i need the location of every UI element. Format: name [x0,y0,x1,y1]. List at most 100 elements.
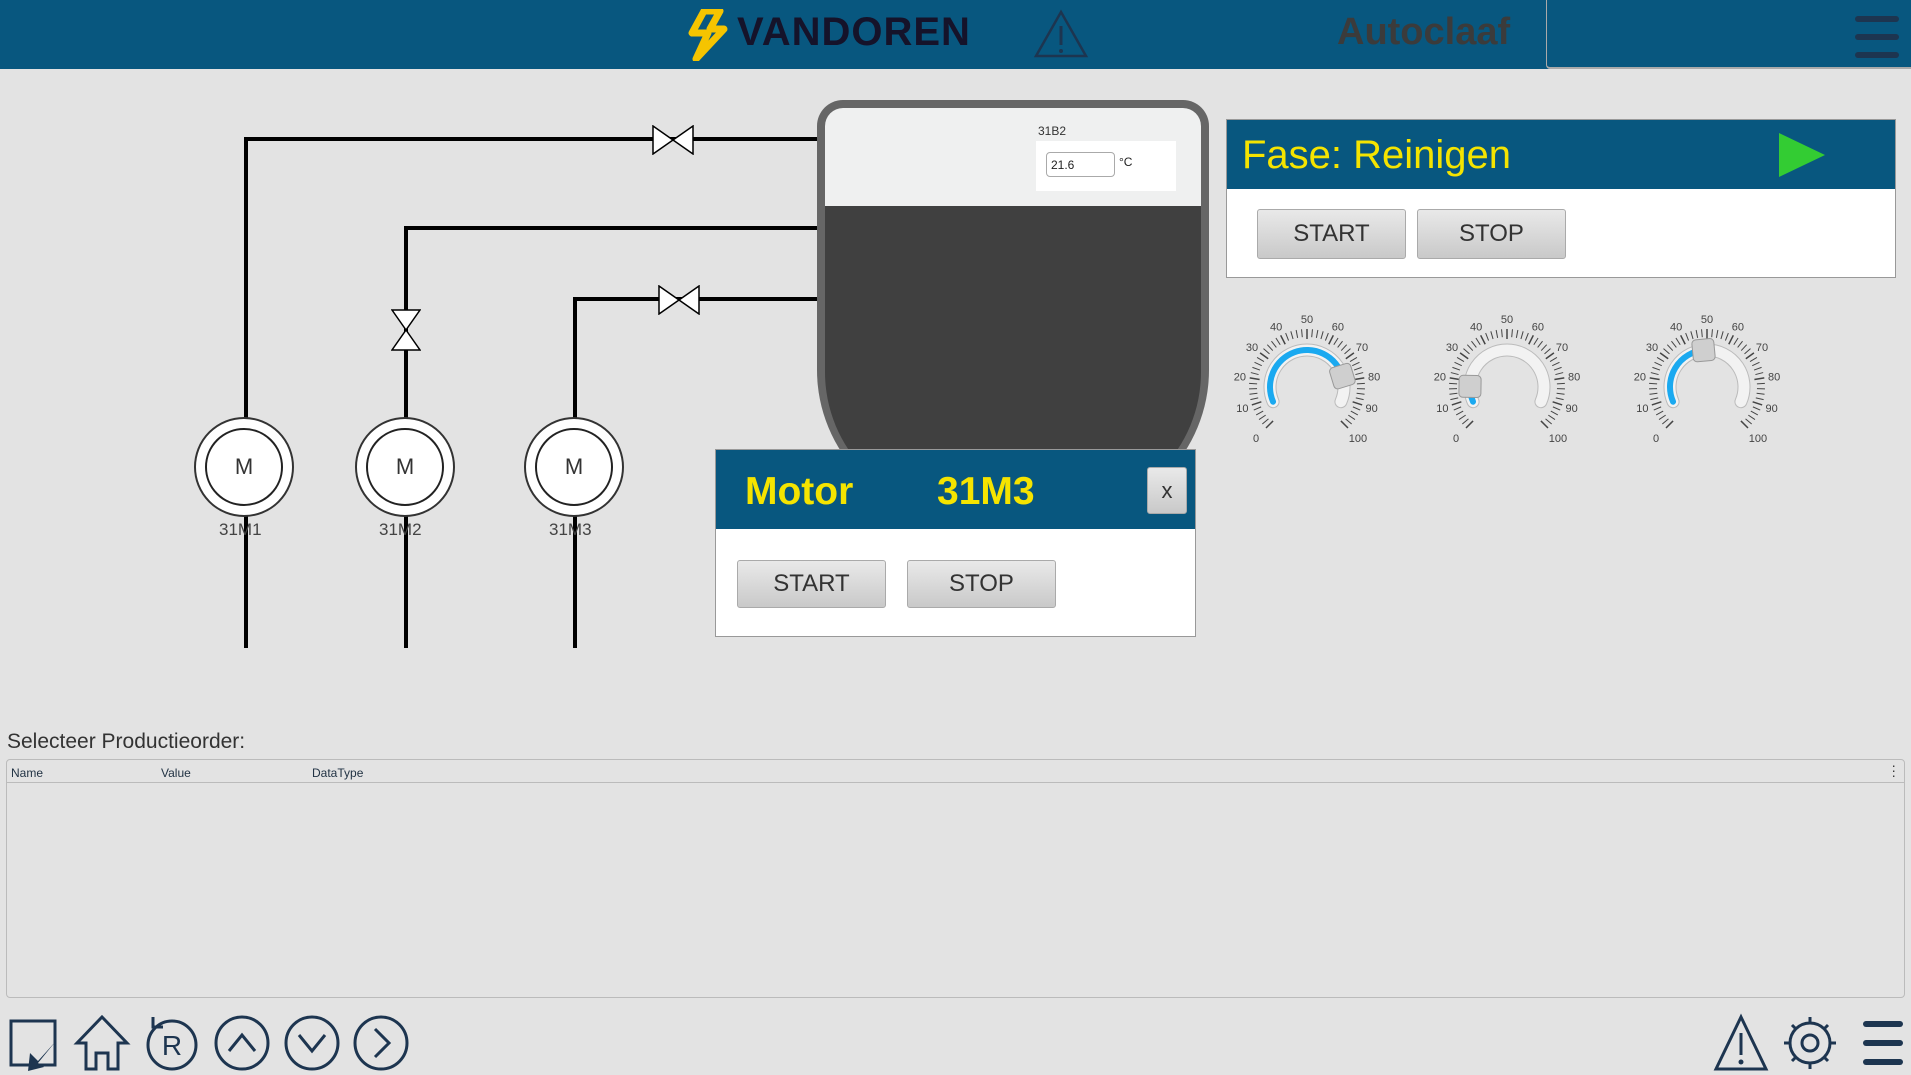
gauge-tick [1549,357,1558,362]
gauge-tick [1249,382,1258,385]
menu-icon[interactable] [1861,1013,1911,1073]
gauge-tick [1663,348,1670,355]
gauge-fill [1267,347,1346,405]
gauge-tick-label: 70 [1556,342,1568,354]
up-icon[interactable] [213,1013,271,1073]
gauge-tick [1356,392,1365,395]
gauge-tick [1352,406,1361,411]
gauge-handle[interactable] [1329,362,1356,390]
gauge-tick [1255,410,1264,416]
motor-start-button[interactable]: START [737,560,886,608]
motor-symbol: M [205,428,283,506]
motor-symbol: M [366,428,444,506]
gauge-tick [1501,329,1503,338]
gauge-tick [1485,332,1490,341]
gauge-tick [1463,348,1470,355]
gauge-tick [1348,414,1356,421]
phase-start-button[interactable]: START [1257,209,1406,259]
gauge-tick [1690,331,1694,340]
gauge-tick [1301,329,1303,338]
gauge-tick [1249,377,1260,381]
gauge-tick [1320,331,1324,340]
close-button[interactable]: x [1147,467,1187,514]
gauge-tick [1745,418,1753,425]
column-header-value[interactable]: Value [161,766,191,780]
motor-symbol: M [535,428,613,506]
gauge-tick [1756,392,1765,395]
pipe [404,226,819,230]
motor-31m1[interactable]: M [194,417,294,517]
down-icon[interactable] [283,1013,341,1073]
gauge-tick [1333,337,1339,346]
valve-icon[interactable] [658,285,700,315]
warning-icon[interactable] [1033,9,1089,59]
gauge-tick [1295,329,1299,338]
gauge-tick [1650,397,1659,401]
order-label: Selecteer Productieorder: [7,730,246,753]
back-icon[interactable] [8,1013,66,1073]
home-icon[interactable] [73,1013,131,1073]
gauge-tick [1756,382,1765,385]
gauge-tick [1740,344,1748,351]
phase-header: Fase: Reinigen [1227,120,1895,189]
gauge-tick [1480,334,1486,345]
gauge-tick [1550,410,1559,416]
gauge-tick [1544,348,1551,355]
gauge-tick-label: 90 [1766,403,1778,415]
motor-31m3[interactable]: M [524,417,624,517]
gauge-tick [1253,406,1262,411]
gauge-tick [1355,397,1364,401]
gauge-tick [1337,340,1343,348]
gauge-tick [1328,334,1334,345]
gauge-tick [1715,329,1719,338]
temperature-input[interactable]: 21.6 [1046,152,1115,177]
gauge-tick-label: 40 [1670,321,1682,333]
gauge-tick [1475,337,1481,346]
column-header-datatype[interactable]: DataType [312,766,364,780]
gauge-tick [1745,352,1755,360]
gauge-tick-label: 70 [1356,342,1368,354]
next-icon[interactable] [352,1013,410,1073]
gauge-handle[interactable] [1691,338,1716,363]
header-dropdown[interactable] [1546,0,1911,69]
settings-icon[interactable] [1781,1013,1839,1073]
valve-icon[interactable] [391,309,421,351]
gauge-tick [1528,334,1534,345]
gauge-tick [1649,392,1658,395]
gauge-tick-label: 90 [1566,403,1578,415]
phase-stop-button[interactable]: STOP [1417,209,1566,259]
order-table[interactable]: Name Value DataType ··· [6,757,1905,998]
gauge-tick [1649,377,1660,381]
gauge-tick [1350,410,1359,416]
phase-panel: Fase: Reinigen START STOP [1226,119,1896,278]
gauge-handle[interactable] [1458,374,1482,399]
gauge-tick [1671,340,1677,348]
sensor-label: 31B2 [1038,124,1067,138]
gauge-tick [1344,348,1351,355]
motor-31m2[interactable]: M [355,417,455,517]
gauge-tick [1354,377,1365,381]
gauge-tick-label: 30 [1246,342,1258,354]
column-header-name[interactable]: Name [11,766,44,780]
tank-header: 31B2 21.6 °C [825,108,1201,206]
brand-logo-text: VANDOREN [737,10,971,54]
valve-icon[interactable] [652,125,694,155]
menu-icon[interactable] [1855,14,1899,60]
gauge-tick [1449,382,1458,385]
gauge-tick [1666,344,1674,351]
gauge-tick-label: 80 [1568,371,1580,383]
gauge-tick [1553,366,1562,371]
gauge-tick [1266,344,1274,351]
gauge-tick-label: 60 [1332,321,1344,333]
play-icon[interactable] [1777,131,1827,179]
motor-stop-button[interactable]: STOP [907,560,1056,608]
gauge-tick [1311,329,1313,338]
column-menu-icon[interactable]: ··· [1891,757,1896,783]
gauge-tick-label: 10 [1636,403,1648,415]
reset-icon[interactable]: R [143,1013,201,1073]
alarm-icon[interactable] [1712,1013,1770,1073]
gauge-tick [1261,418,1269,425]
